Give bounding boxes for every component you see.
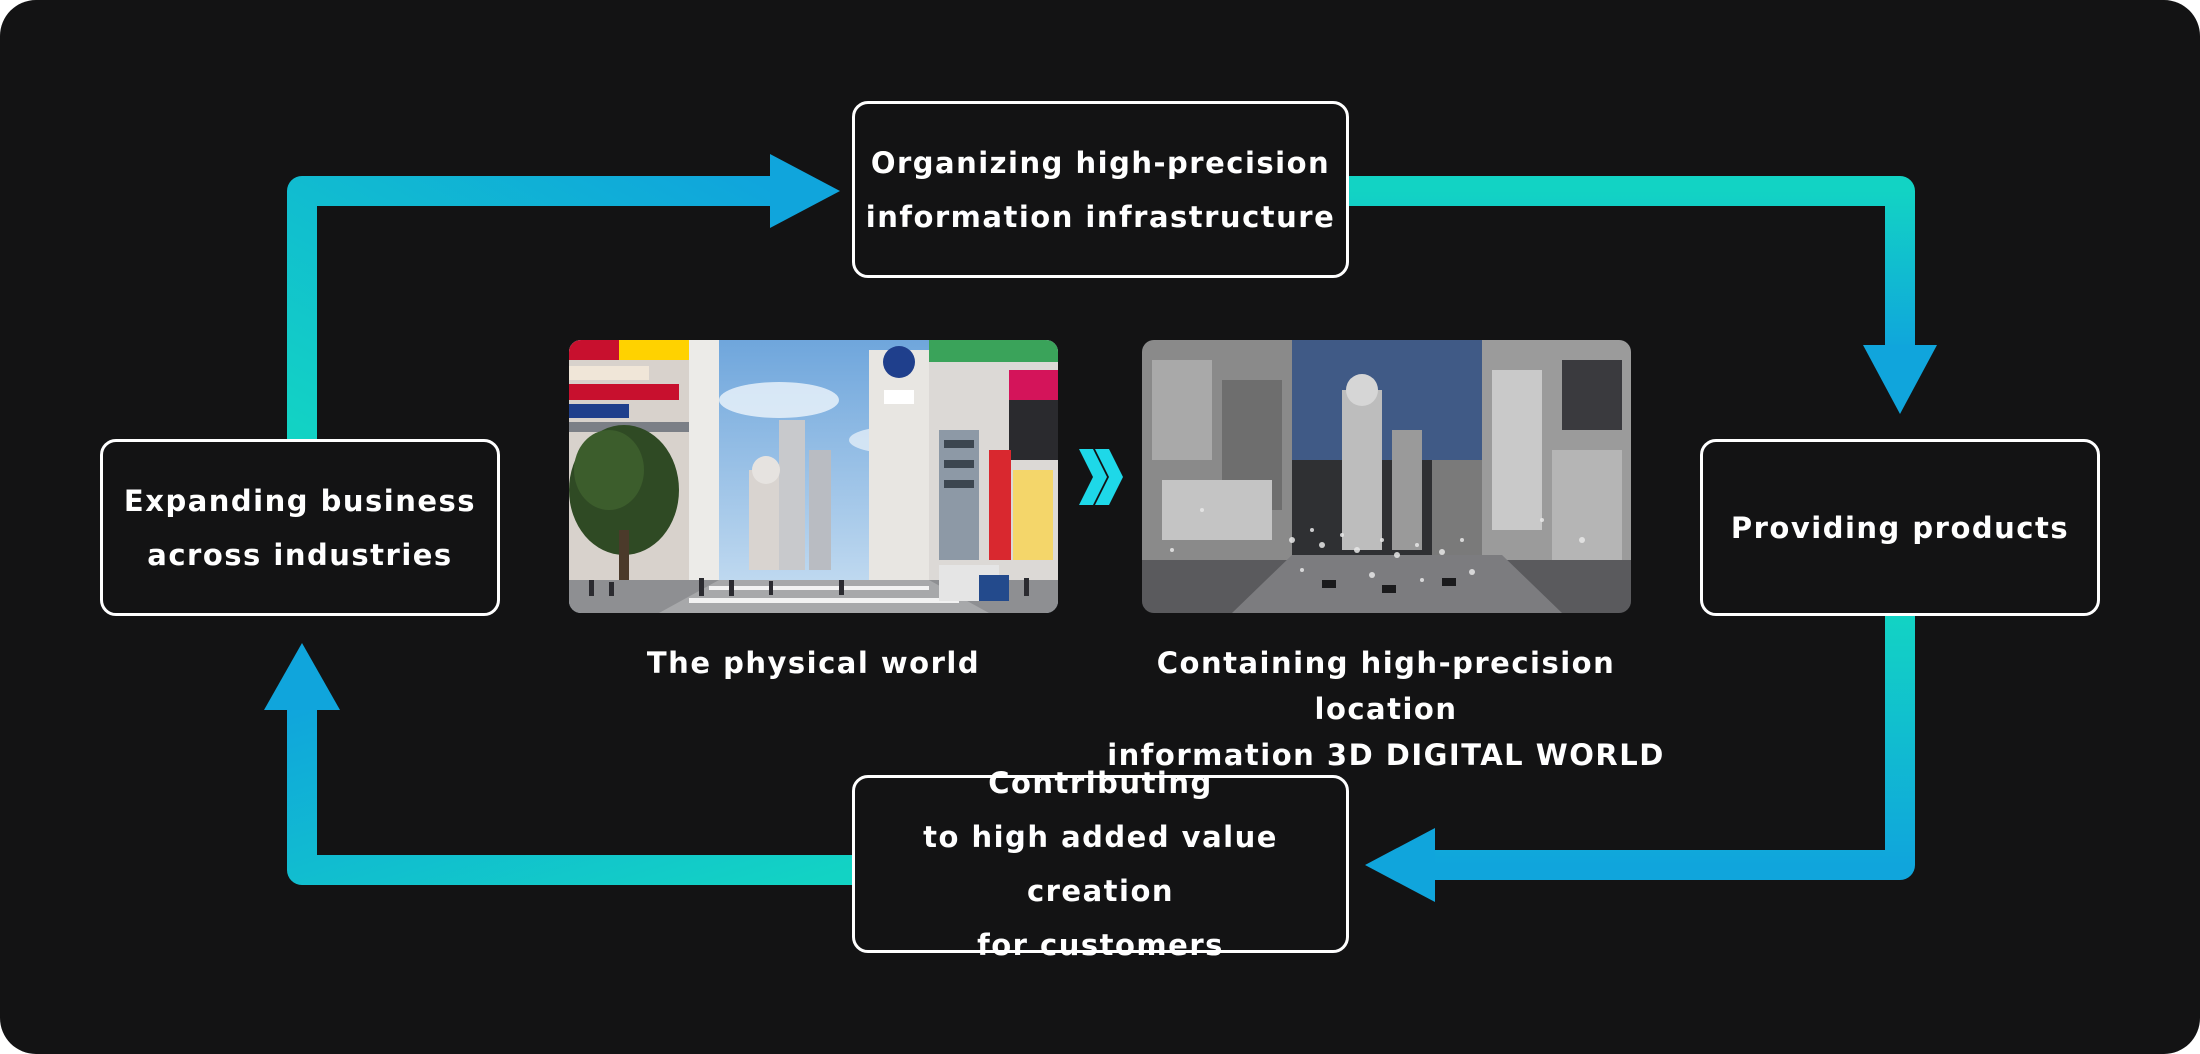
- physical-world-image: [569, 340, 1058, 613]
- arrow-to-contributing: [1365, 616, 1915, 902]
- node-contributing: Contributing to high added value creatio…: [852, 766, 1349, 962]
- arrow-to-organizing: [287, 154, 840, 440]
- node-providing: Providing products: [1700, 439, 2100, 616]
- node-contributing-label: Contributing to high added value creatio…: [923, 766, 1278, 962]
- node-organizing: Organizing high-precision information in…: [852, 101, 1349, 278]
- node-expanding-label: Expanding business across industries: [123, 483, 477, 572]
- digital-world-caption: Containing high-precision location infor…: [1107, 646, 1665, 772]
- node-expanding: Expanding business across industries: [100, 439, 500, 616]
- double-chevron-icon: [1079, 449, 1123, 505]
- arrow-to-providing: [1348, 176, 1937, 414]
- digital-world-image: [1142, 340, 1631, 613]
- node-organizing-label: Organizing high-precision information in…: [865, 145, 1336, 234]
- node-providing-label: Providing products: [1730, 510, 2070, 545]
- physical-world-caption: The physical world: [646, 646, 981, 680]
- arrow-to-expanding: [264, 643, 852, 885]
